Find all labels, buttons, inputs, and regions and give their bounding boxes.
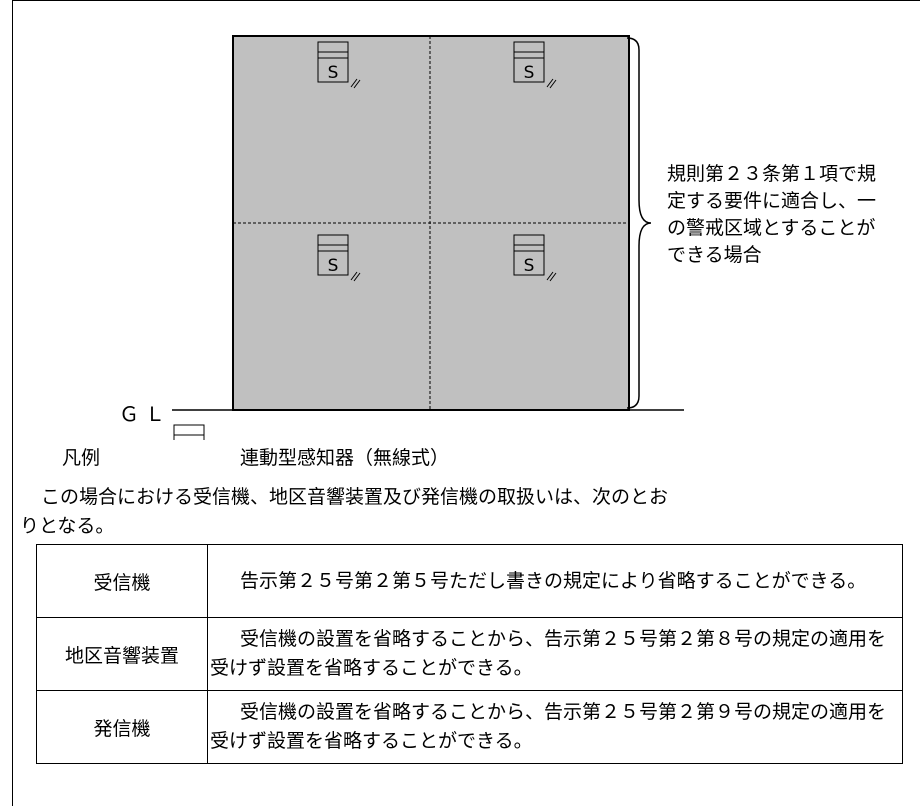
- page-frame: [12, 0, 920, 806]
- wireless-linked-detector-icon: S: [317, 41, 361, 89]
- equipment-description: 受信機の設置を省略することから、告示第２５号第２第９号の規定の適用を受けず設置を…: [207, 690, 903, 764]
- brace-note-line-1: 規則第２３条第１項で規: [667, 163, 877, 185]
- svg-text:S: S: [328, 256, 339, 276]
- paragraph-line-1: この場合における受信機、地区音響装置及び発信機の取扱いは、次のとお: [41, 486, 669, 508]
- svg-text:S: S: [524, 63, 535, 83]
- svg-text:S: S: [524, 256, 535, 276]
- equipment-name: 地区音響装置: [36, 617, 208, 691]
- equipment-table: 受信機 告示第２５号第２第５号ただし書きの規定により省略することができる。 地区…: [36, 544, 903, 764]
- brace-note-line-4: できる場合: [667, 244, 762, 266]
- legend-label: 凡例: [62, 447, 101, 469]
- wireless-linked-detector-icon: S: [513, 234, 557, 282]
- equipment-name: 発信機: [36, 690, 208, 764]
- table-row: 発信機 受信機の設置を省略することから、告示第２５号第２第９号の規定の適用を受け…: [36, 690, 903, 764]
- wireless-linked-detector-icon: S: [317, 234, 361, 282]
- svg-text:S: S: [328, 63, 339, 83]
- explanation-paragraph: この場合における受信機、地区音響装置及び発信機の取扱いは、次のとお りとなる。: [20, 483, 900, 541]
- height-brace: [626, 37, 652, 409]
- building-diagram: S S S S S: [172, 35, 684, 440]
- brace-note-line-2: 定する要件に適合し、一: [667, 190, 877, 212]
- legend-detector-icon: S: [173, 424, 205, 440]
- equipment-description: 告示第２５号第２第５号ただし書きの規定により省略することができる。: [207, 544, 903, 618]
- equipment-name: 受信機: [36, 544, 208, 618]
- paragraph-line-2: りとなる。: [20, 515, 115, 537]
- brace-note-line-3: の警戒区域とすることが: [667, 217, 876, 239]
- legend-text: 連動型感知器（無線式）: [240, 447, 450, 469]
- equipment-description: 受信機の設置を省略することから、告示第２５号第２第８号の規定の適用を受けず設置を…: [207, 617, 903, 691]
- ground-label: ＧＬ: [119, 402, 171, 426]
- wireless-linked-detector-icon: S: [513, 41, 557, 89]
- table-row: 地区音響装置 受信機の設置を省略することから、告示第２５号第２第８号の規定の適用…: [36, 617, 903, 691]
- table-row: 受信機 告示第２５号第２第５号ただし書きの規定により省略することができる。: [36, 544, 903, 618]
